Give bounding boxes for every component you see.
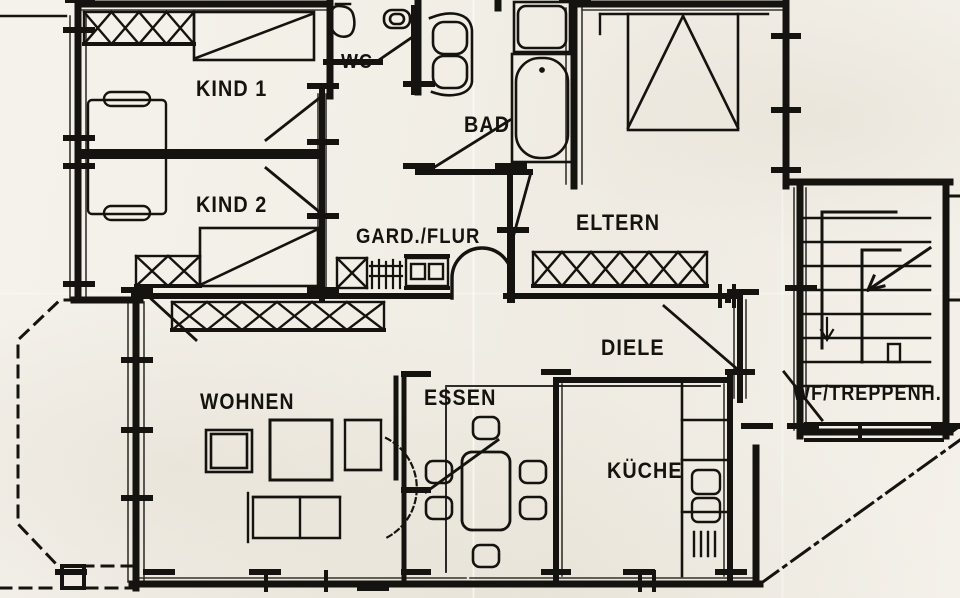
room-label-gardflur: GARD./FLUR (356, 225, 480, 248)
furniture-wohnen-sofa (246, 418, 383, 544)
wardrobe-corridor-lower (170, 300, 386, 332)
furniture-essen-table (460, 450, 512, 532)
wardrobe-kind1 (82, 10, 196, 46)
door-swing-wohnen (384, 436, 418, 540)
wall-inner-faces (69, 7, 807, 583)
wardrobe-eltern (531, 250, 709, 288)
fixture-bad-washbasins (428, 12, 474, 97)
room-label-bad: BAD (464, 113, 510, 137)
paper-fold-vertical (472, 0, 475, 598)
coat-hooks (368, 258, 404, 290)
room-label-essen: ESSEN (424, 386, 496, 410)
treppenhaus-lower-rail (804, 422, 944, 442)
partition-wohnen-essen (393, 375, 407, 581)
kitchen-counter (680, 378, 730, 578)
fixture-wc-sink (382, 8, 412, 30)
room-label-wc: WC (341, 51, 373, 73)
fixture-bad-shower (512, 0, 572, 54)
furniture-kind2-bed (198, 226, 320, 288)
door-kueche (424, 438, 500, 494)
door-kind1 (264, 94, 324, 142)
paper-fold-vertical-2 (781, 0, 784, 598)
furniture-eltern-bed (598, 12, 770, 132)
room-label-wohnen: WOHNEN (200, 390, 295, 414)
room-label-treppenhaus: WF/TREPPENH. (793, 382, 942, 406)
furniture-wohnen-sidetable (204, 428, 254, 474)
arched-opening (450, 246, 514, 300)
wall-jambs (55, 0, 960, 591)
door-treppenhaus (782, 370, 824, 422)
misc-ticks (0, 14, 960, 592)
wardrobe-kind2 (134, 254, 202, 288)
stair-run (798, 216, 932, 388)
property-line (757, 424, 960, 587)
stair-handrail (820, 210, 902, 364)
door-bad (428, 118, 512, 172)
wardrobe-gardflur (335, 256, 369, 290)
shoe-cabinet (404, 254, 450, 290)
kitchen-hob (692, 530, 717, 558)
room-label-kind2: KIND 2 (196, 193, 267, 217)
furniture-kind1-bed (192, 10, 316, 62)
terrace-outline (16, 298, 138, 568)
furniture-essen-chairs (424, 415, 548, 569)
fixture-bad-bathtub (510, 52, 574, 164)
door-eltern (512, 174, 532, 236)
room-label-kueche: KÜCHE (607, 459, 683, 483)
room-label-diele: DIELE (601, 336, 665, 360)
room-label-eltern: ELTERN (576, 211, 660, 235)
fixture-wc-toilet (328, 2, 356, 38)
door-kind2 (264, 166, 324, 216)
door-diele (662, 304, 738, 370)
interior-walls (79, 5, 743, 583)
door-wc (374, 34, 416, 64)
stair-direction-arrow (865, 245, 933, 293)
terrace-post (60, 564, 86, 590)
diele-kueche-wall-faces (445, 385, 721, 573)
paper-fold-horizontal (0, 292, 960, 295)
door-wohnen (146, 294, 198, 342)
room-label-kind1: KIND 1 (196, 77, 267, 101)
stair-down-arrow (819, 316, 835, 343)
furniture-wohnen-coffeetable (268, 418, 334, 482)
stair-post (886, 342, 902, 364)
kitchen-sink (690, 468, 722, 524)
room-labels: KIND 1 KIND 2 WC BAD GARD./FLUR ELTERN D… (196, 51, 942, 483)
